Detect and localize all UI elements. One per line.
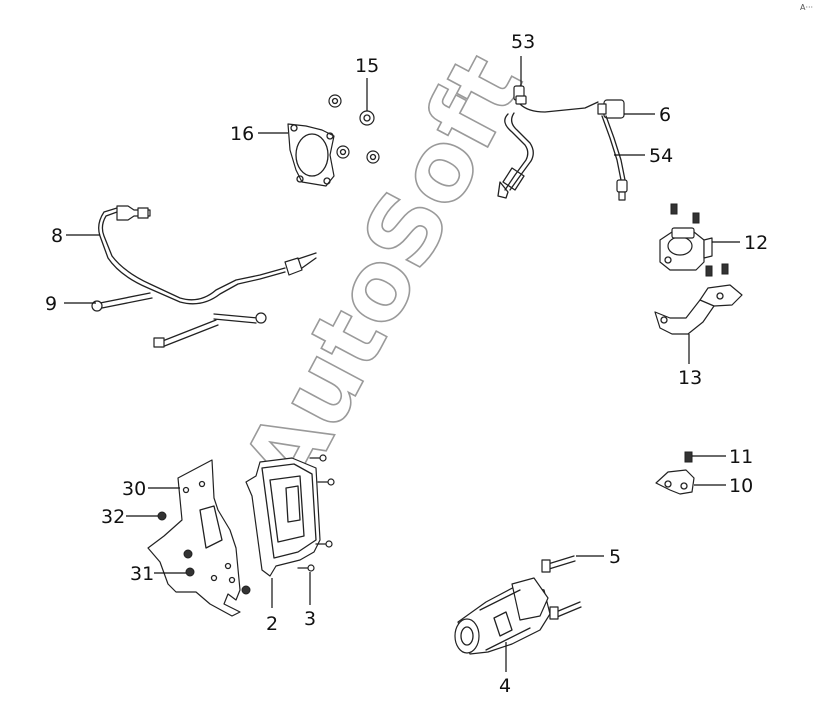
callout-12: 12 — [744, 232, 768, 254]
callout-4: 4 — [499, 675, 511, 697]
callout-6: 6 — [659, 104, 671, 126]
part-nuts-set — [328, 94, 380, 164]
part-ecu-bracket — [147, 459, 251, 617]
leader-lines — [64, 56, 740, 672]
part-oxygen-sensor-rear — [98, 205, 317, 305]
part-starter-motor — [454, 577, 551, 655]
callout-54: 54 — [649, 145, 673, 167]
callout-16: 16 — [230, 123, 254, 145]
callout-labels: 53 6 54 15 16 8 9 12 13 11 10 30 32 31 2… — [45, 31, 768, 697]
callout-30: 30 — [122, 478, 146, 500]
part-sensor-actuator — [659, 203, 729, 277]
callout-8: 8 — [51, 225, 63, 247]
corner-mark: A··· — [800, 3, 813, 12]
callout-31: 31 — [130, 563, 154, 585]
callout-9: 9 — [45, 293, 57, 315]
part-bracket-right — [654, 284, 743, 335]
part-starter-bolts — [541, 555, 582, 620]
callout-53: 53 — [511, 31, 535, 53]
callout-13: 13 — [678, 367, 702, 389]
callout-2: 2 — [266, 613, 278, 635]
watermark-text: AutoSoft — [221, 37, 544, 511]
part-gasket-flange — [287, 123, 335, 187]
callout-3: 3 — [304, 608, 316, 630]
callout-5: 5 — [609, 546, 621, 568]
part-oxygen-sensor-front — [497, 85, 628, 201]
part-small-bracket — [655, 451, 695, 495]
part-ecu-module — [245, 454, 335, 577]
callout-11: 11 — [729, 446, 753, 468]
callout-15: 15 — [355, 55, 379, 77]
callout-32: 32 — [101, 506, 125, 528]
callout-10: 10 — [729, 475, 753, 497]
